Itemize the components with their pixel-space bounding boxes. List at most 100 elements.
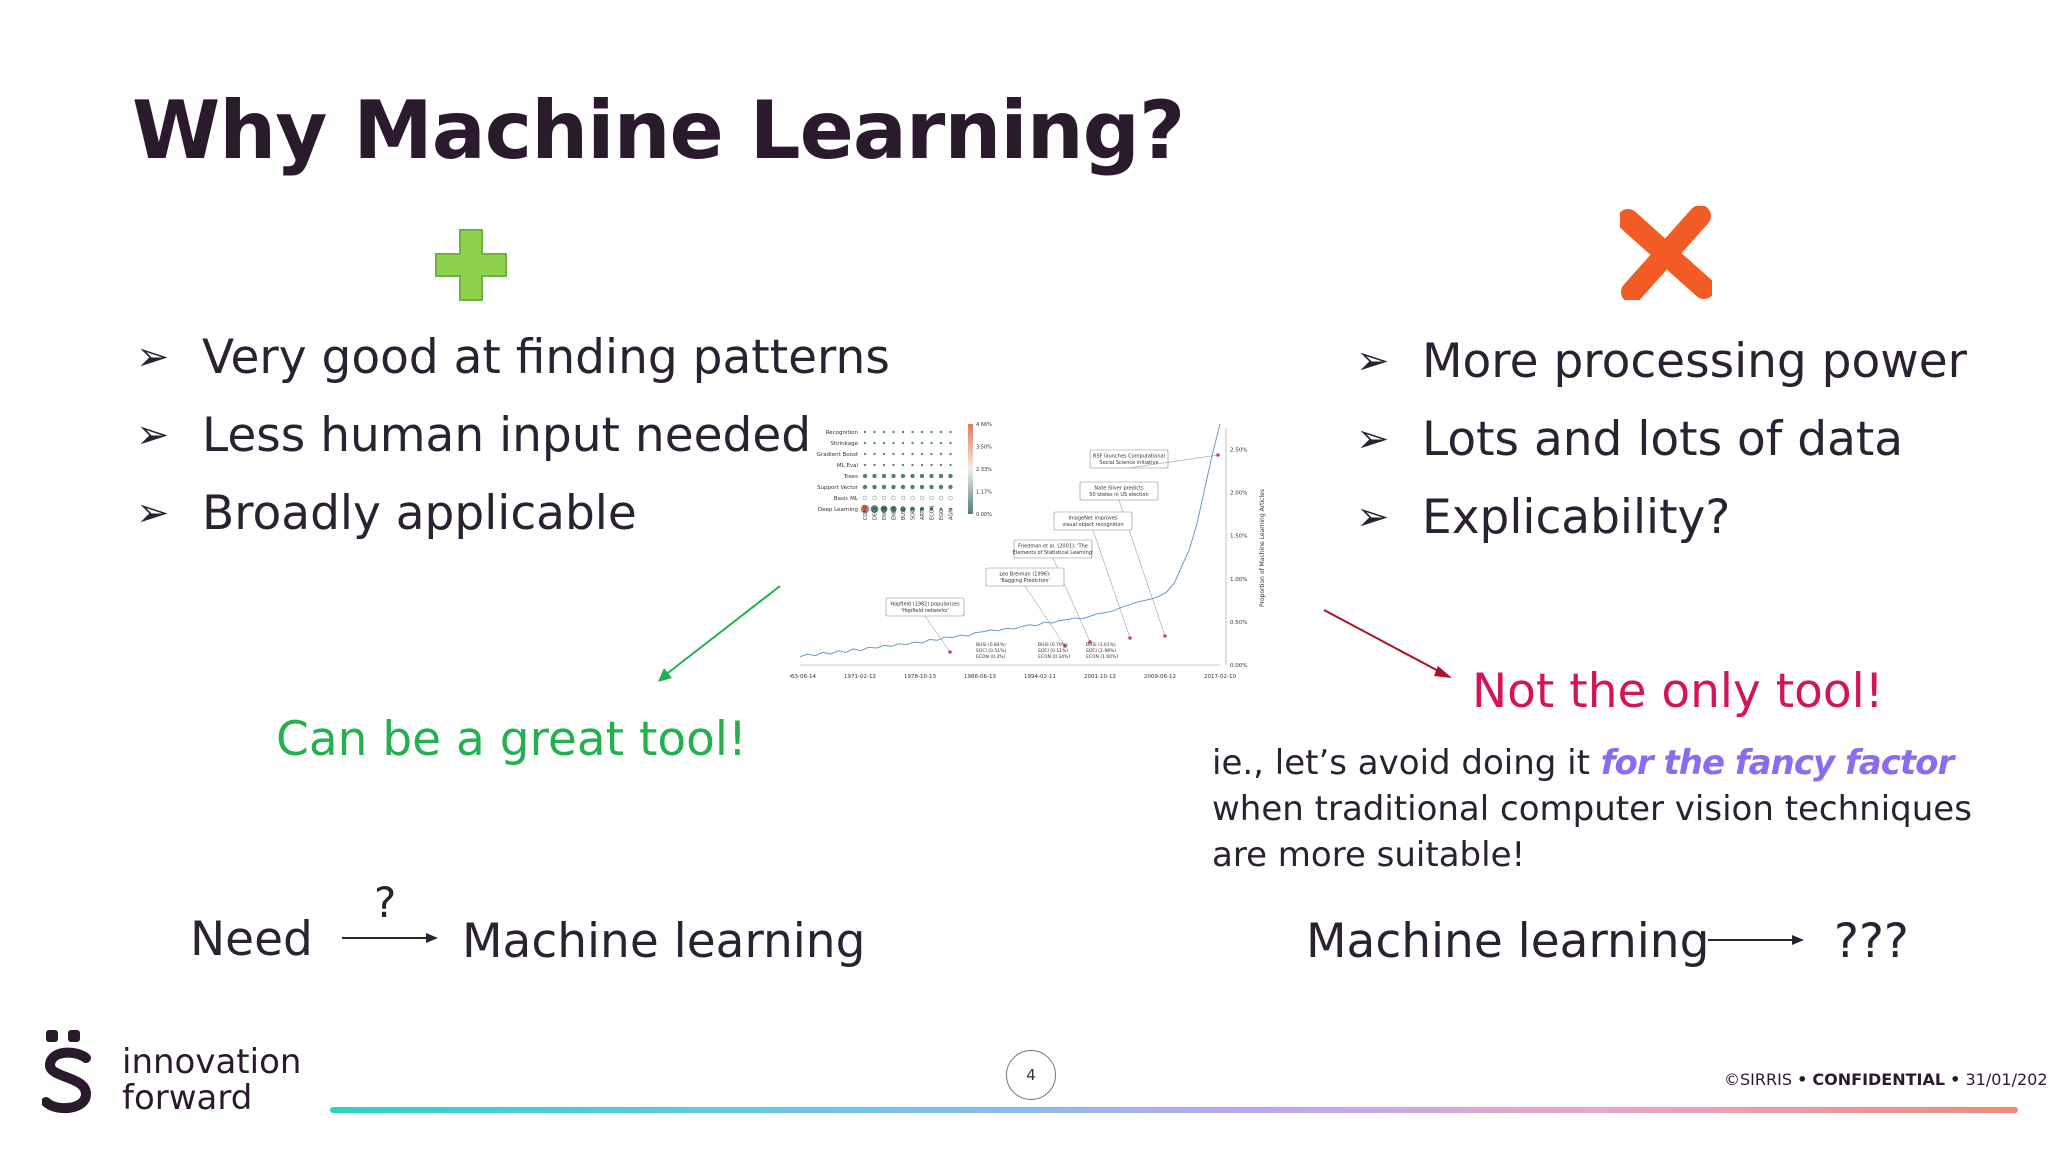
- y-tick-label: 1.00%: [1230, 577, 1247, 583]
- stat-label: SOCI (0.51%): [976, 648, 1006, 654]
- plus-icon: [435, 229, 507, 301]
- heatmap-cell: [919, 484, 925, 490]
- red-arrow-icon: [1323, 609, 1452, 678]
- heatmap-cell: [938, 473, 944, 479]
- stat-label: ECON (1.60%): [1086, 654, 1118, 660]
- heatmap-cell: [901, 430, 905, 434]
- x-tick-label: 1963-06-14: [790, 674, 816, 680]
- stat-label: SOCI (2.98%): [1086, 648, 1116, 654]
- arrow-bullet-icon: ➢: [1356, 416, 1390, 462]
- heatmap-cell: [939, 507, 943, 511]
- color-scale-label: 1.17%: [976, 490, 992, 496]
- list-item: ➢Very good at finding patterns: [136, 318, 890, 396]
- cons-list: ➢More processing power ➢Lots and lots of…: [1356, 322, 1967, 556]
- heatmap-col-label: ENGE: [882, 506, 888, 520]
- heatmap-cell: [920, 452, 924, 456]
- arrow-bullet-icon: ➢: [1356, 338, 1390, 384]
- heatmap-cell: [920, 441, 924, 445]
- heatmap-cell: [938, 495, 944, 501]
- list-item: ➢Broadly applicable: [136, 474, 890, 552]
- heatmap-cell: [862, 495, 868, 501]
- heatmap-cell: [891, 473, 896, 479]
- heatmap-cell: [911, 441, 914, 445]
- heatmap-cell: [911, 463, 914, 467]
- machine-learning-label: Machine learning: [1306, 914, 1710, 969]
- confidential-label: CONFIDENTIAL: [1812, 1070, 1946, 1089]
- heatmap-cell: [938, 484, 944, 490]
- y-tick-label: 0.00%: [1230, 663, 1247, 669]
- heatmap-cell: [881, 473, 887, 479]
- heatmap-col-label: AGRI: [949, 508, 955, 520]
- heatmap-cell: [948, 473, 953, 479]
- heatmap-cell: [892, 452, 895, 456]
- color-scale-bar: [968, 424, 973, 514]
- stat-label: ECON (0.34%): [1038, 654, 1070, 660]
- heatmap-row-label: Basic ML: [834, 496, 859, 502]
- heatmap-cell: [930, 441, 933, 445]
- annotation-leader: [1092, 529, 1131, 639]
- trend-series-line: [799, 423, 1221, 658]
- heatmap-row-label: Trees: [843, 474, 858, 480]
- heatmap-row-label: ML Eval: [837, 463, 859, 469]
- cross-icon: [1620, 206, 1712, 300]
- heatmap-cell: [863, 452, 867, 456]
- slide-title: Why Machine Learning?: [132, 84, 1185, 177]
- heatmap-cell: [872, 473, 877, 479]
- heatmap-cell: [910, 506, 915, 512]
- heatmap-row-label: Gradient Boost: [817, 452, 859, 458]
- heatmap-col-label: ENER: [892, 506, 898, 520]
- annotation-leader: [924, 615, 951, 653]
- heatmap-col-label: COMP: [863, 505, 869, 520]
- heatmap-cell: [910, 495, 915, 501]
- logo-text-line: innovation: [122, 1042, 302, 1082]
- heatmap-cell: [900, 495, 906, 501]
- arrow-bullet-icon: ➢: [136, 412, 170, 458]
- heatmap-cell: [882, 441, 886, 445]
- footer-gradient-line: [330, 1107, 2018, 1113]
- heatmap-cell: [939, 463, 943, 467]
- heatmap-cell: [949, 441, 952, 445]
- heatmap-cell: [901, 463, 905, 467]
- heatmap-cell: [919, 506, 925, 512]
- heatmap-cell: [873, 463, 876, 467]
- heatmap-cell: [892, 430, 895, 434]
- heatmap-row-label: Recognition: [826, 430, 859, 436]
- heatmap-cell: [870, 505, 879, 513]
- color-scale-label: 2.33%: [976, 467, 992, 473]
- annotation-text: ImageNet improves: [1068, 516, 1117, 522]
- heatmap-cell: [872, 495, 877, 501]
- footer-date: 31/01/2024: [1965, 1070, 2048, 1089]
- annotation-text: Nate Silver predicts: [1094, 486, 1144, 492]
- heatmap-cell: [929, 507, 934, 511]
- heatmap-cell: [862, 473, 868, 479]
- list-item-text: More processing power: [1422, 333, 1967, 389]
- footer-separator: •: [1797, 1070, 1808, 1089]
- heatmap-cell: [919, 473, 925, 479]
- note-text: ie., let’s avoid doing it: [1212, 743, 1601, 783]
- list-item-text: Less human input needed: [202, 407, 812, 463]
- x-tick-label: 2017-02-10: [1204, 674, 1236, 680]
- heatmap-cell: [873, 441, 876, 445]
- heatmap-cell: [949, 463, 952, 467]
- list-item: ➢ More processing power: [1356, 322, 1967, 400]
- list-item-text: Very good at finding patterns: [202, 329, 890, 385]
- need-label: Need: [190, 912, 313, 967]
- heatmap-cell: [948, 484, 953, 490]
- trend-panel: 1963-06-141971-02-121978-10-131986-06-13…: [790, 423, 1266, 680]
- heatmap-cell: [901, 452, 905, 456]
- annotation-leader: [1024, 585, 1066, 647]
- heatmap-cell: [900, 473, 906, 479]
- not-only-tool-text: Not the only tool!: [1472, 664, 1884, 719]
- heatmap-cell: [949, 507, 952, 511]
- color-scale-label: 3.50%: [976, 445, 992, 451]
- annotation-text: visual object recognition: [1062, 522, 1123, 528]
- heatmap-col-label: ECON: [930, 505, 936, 520]
- heatmap-cell: [939, 452, 943, 456]
- heatmap-cell: [929, 495, 934, 501]
- footer-confidential: ©SIRRIS • CONFIDENTIAL • 31/01/2024: [1724, 1070, 2048, 1089]
- annotation-text: 'Bagging Predictors': [1000, 578, 1050, 584]
- logo-text-line: forward: [122, 1078, 253, 1118]
- heatmap-cell: [891, 484, 896, 490]
- annotation-marker: [948, 650, 952, 654]
- heatmap-row-label: Support Vector: [817, 485, 859, 491]
